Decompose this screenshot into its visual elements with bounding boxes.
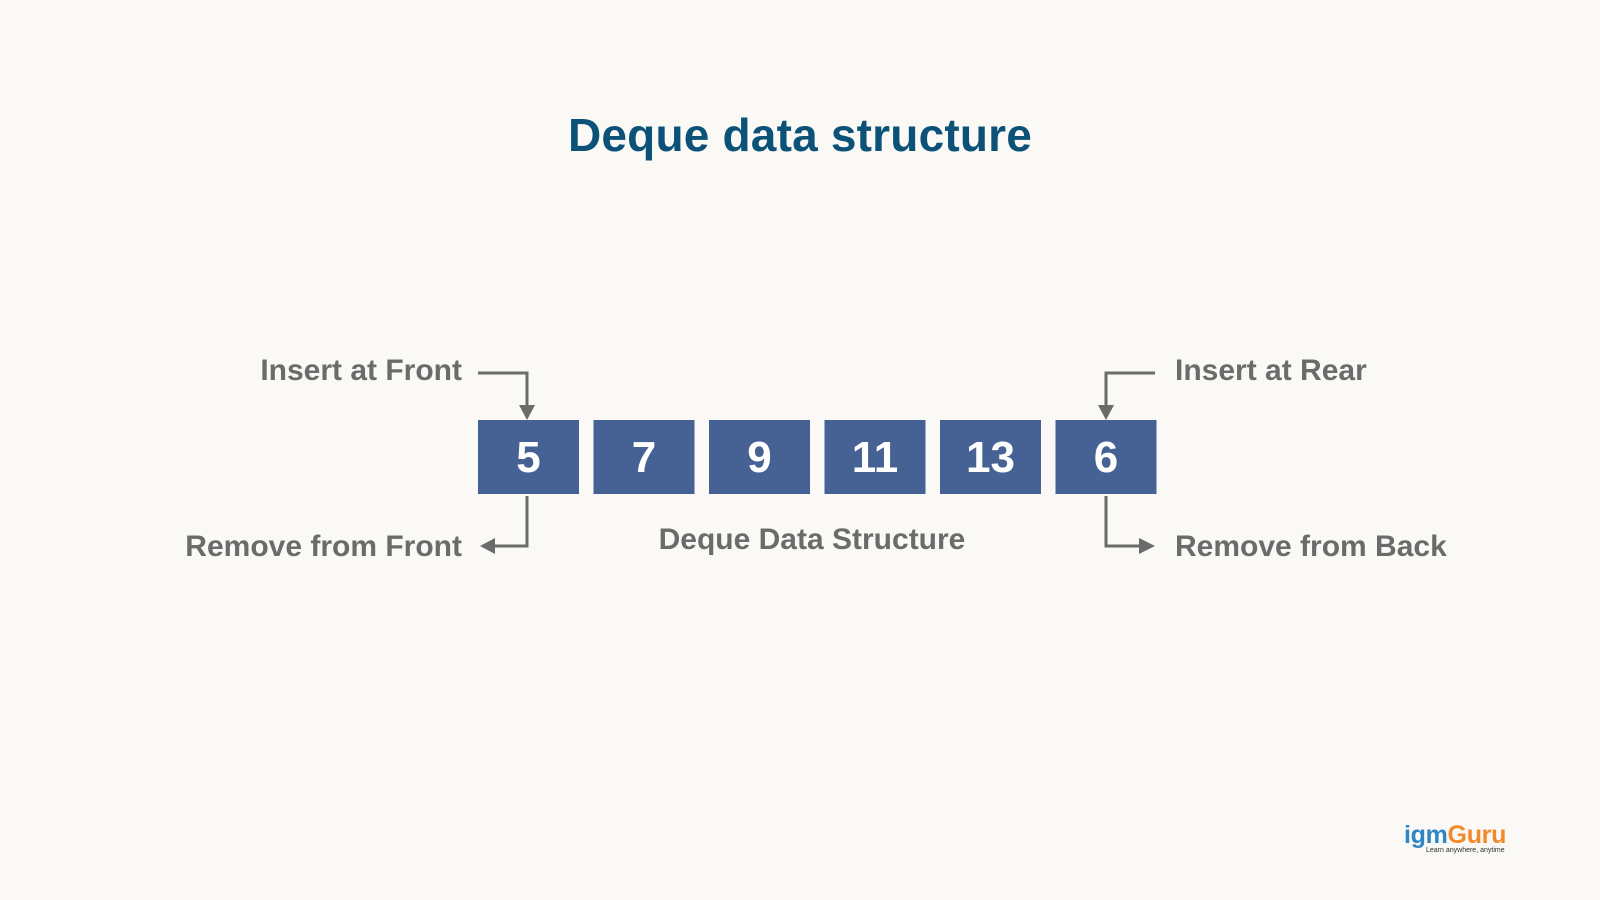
insert-front-arrow: [478, 371, 535, 420]
page-title: Deque data structure: [567, 109, 1033, 161]
deque-item: 6: [1055, 420, 1157, 494]
deque-item-value: 5: [516, 433, 540, 482]
deque-item: 7: [593, 420, 695, 494]
insert-rear-arrow: [1098, 371, 1155, 420]
insert-front-arrowhead-icon: [519, 405, 535, 420]
deque-item-value: 11: [852, 433, 899, 482]
deque-item-value: 9: [747, 433, 771, 482]
deque-item-value: 7: [632, 433, 656, 482]
logo-tagline: Learn anywhere, anytime: [1426, 847, 1505, 854]
igmguru-logo: igmGuru Learn anywhere, anytime: [1404, 822, 1516, 858]
remove-back-label: Remove from Back: [1175, 530, 1447, 563]
deque-item-value: 6: [1094, 433, 1118, 482]
deque-item-box: [709, 420, 810, 494]
remove-back-connector: [1104, 496, 1140, 548]
insert-front-label: Insert at Front: [260, 354, 462, 387]
deque-item-box: [940, 420, 1041, 494]
remove-front-arrowhead-icon: [480, 538, 495, 554]
logo-wordmark-guru: Guru: [1447, 821, 1507, 849]
logo-wordmark-igm: igm: [1404, 821, 1448, 849]
deque-elements: 5 7 9 11 13 6: [478, 420, 1157, 494]
deque-item-value: 13: [966, 433, 1015, 482]
remove-front-arrow: [480, 496, 529, 554]
remove-back-arrow: [1104, 496, 1155, 554]
deque-item: 5: [478, 420, 579, 494]
deque-item-box: [824, 420, 926, 494]
deque-item-box: [1055, 420, 1157, 494]
deque-item-box: [593, 420, 695, 494]
remove-front-label: Remove from Front: [185, 530, 462, 563]
insert-front-connector: [478, 371, 529, 406]
remove-front-connector: [494, 496, 529, 548]
remove-back-arrowhead-icon: [1139, 538, 1155, 554]
deque-item: 11: [824, 420, 926, 494]
deque-item: 9: [709, 420, 810, 494]
logo-wordmark: igmGuru: [1404, 822, 1516, 848]
deque-item-box: [478, 420, 579, 494]
insert-rear-label: Insert at Rear: [1175, 354, 1367, 387]
insert-rear-arrowhead-icon: [1098, 405, 1114, 420]
insert-rear-connector: [1104, 371, 1155, 406]
deque-caption: Deque Data Structure: [659, 523, 966, 556]
deque-item: 13: [940, 420, 1041, 494]
